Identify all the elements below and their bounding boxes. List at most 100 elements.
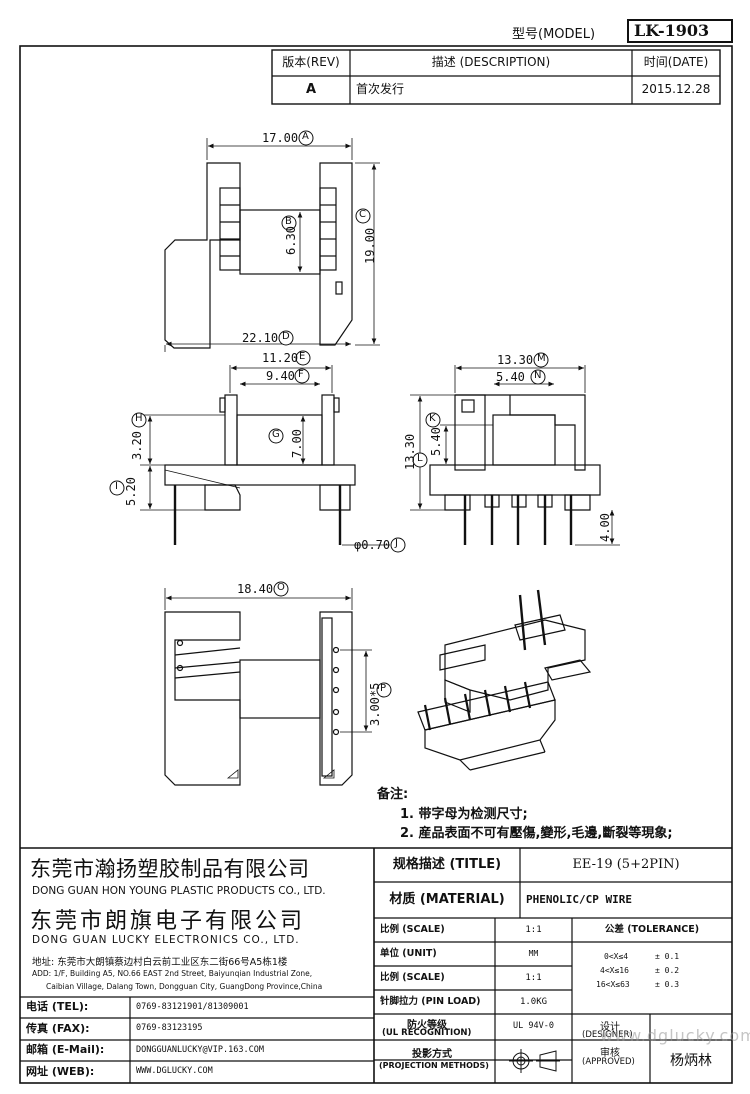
drawing-frame [19, 45, 733, 1084]
company-2-name-cn: 东莞市朗旗电子有限公司 [30, 909, 306, 934]
dim-C-letter: C [359, 209, 366, 220]
dim-M-letter: M [537, 353, 546, 364]
dim-G-letter: G [272, 429, 280, 440]
model-box [627, 19, 733, 43]
isometric-view [417, 589, 592, 771]
model-label: 型号(MODEL) [512, 27, 596, 42]
desc-value: 首次发行 [356, 82, 405, 97]
dim-B-letter: B [285, 216, 292, 227]
notes-line-1: 1. 带字母为检测尺寸; [400, 807, 528, 822]
dim-N-letter: N [534, 370, 542, 381]
dim-L-letter: L [417, 453, 423, 464]
dim-H-letter: H [135, 413, 143, 424]
bottom-view [164, 588, 372, 786]
projection-symbol [509, 1049, 560, 1073]
designer-label: 设计 [600, 1022, 620, 1033]
dim-I-value: 5.20 [124, 477, 138, 506]
contact-fax-value: 0769-83123195 [136, 1023, 203, 1034]
dim-P-letter: P [380, 683, 387, 694]
dim-A-value: 17.00 [262, 131, 299, 145]
unit-value: MM [528, 949, 539, 959]
approved-label-en: (APPROVED) [582, 1057, 635, 1067]
dimension-circles [109, 130, 549, 698]
date-value: 2015.12.28 [641, 82, 711, 97]
dim-D-value: 22.10 [242, 331, 279, 345]
contact-email-value[interactable]: DONGGUANLUCKY@VIP.163.COM [136, 1044, 264, 1055]
scale2-value: 1:1 [525, 972, 542, 983]
model-value: LK-1903 [634, 21, 710, 40]
tolerance-value-3: ± 0.3 [655, 980, 680, 989]
projection-label: 投影方式 [412, 1049, 452, 1060]
desc-col-header: 描述 (DESCRIPTION) [431, 55, 551, 70]
company-address-en-2: Caibian Village, Dalang Town, Dongguan C… [46, 982, 323, 991]
projection-label-en: (PROJECTION METHODS) [379, 1061, 489, 1070]
approved-label: 审核 [600, 1048, 620, 1059]
dim-I-letter: I [115, 481, 118, 492]
notes-title: 备注: [377, 787, 409, 802]
contact-fax-label: 传真 (FAX): [26, 1021, 90, 1035]
material-value: PHENOLIC/CP WIRE [526, 892, 632, 906]
rev-col-header: 版本(REV) [282, 55, 340, 70]
pin-load-label: 针脚拉力 (PIN LOAD) [380, 995, 481, 1007]
fire-rating-value: UL 94V-0 [513, 1021, 554, 1032]
tolerance-range-3: 16<X≤63 [596, 980, 630, 989]
notes-line-2: 2. 産品表面不可有壓傷,變形,毛邊,斷裂等現象; [400, 826, 673, 841]
company-address-en-1: ADD: 1/F, Building A5, NO.66 EAST 2nd St… [32, 969, 313, 978]
contact-web-label: 网址 (WEB): [26, 1064, 95, 1078]
fire-rating-label: 防火等级 [407, 1020, 447, 1031]
dim-J-value: φ0.70 [354, 538, 391, 552]
company-1-name-en: DONG GUAN HON YOUNG PLASTIC PRODUCTS CO.… [32, 885, 326, 897]
contact-tel-value: 0769-83121901/81309001 [136, 1001, 249, 1012]
tolerance-label: 公差 (TOLERANCE) [604, 923, 700, 935]
scale2-label: 比例 (SCALE) [380, 971, 445, 983]
dim-G-value: 7.00 [290, 429, 304, 458]
company-1-name-cn: 东莞市瀚扬塑胶制品有限公司 [30, 857, 310, 881]
contact-web-value[interactable]: WWW.DGLUCKY.COM [136, 1066, 213, 1077]
date-col-header: 时间(DATE) [643, 55, 709, 70]
title-value: EE-19 (5+2PIN) [572, 856, 680, 872]
title-block-grid [20, 847, 732, 1083]
front-view [140, 365, 390, 546]
revision-table-grid [271, 49, 721, 105]
dim-D-letter: D [282, 331, 290, 342]
designer-label-en: (DESIGNER) [582, 1030, 633, 1040]
approver-name: 杨炳林 [670, 1053, 712, 1070]
dim-J-letter: J [395, 538, 398, 549]
dim-E-letter: E [299, 351, 306, 362]
dim-C-value: 19.00 [363, 227, 377, 264]
dim-B-value: 6.30 [284, 226, 298, 255]
tolerance-value-2: ± 0.2 [655, 966, 680, 975]
contact-email-label: 邮箱 (E-Mail): [26, 1043, 105, 1057]
dim-M-value: 13.30 [497, 353, 534, 367]
dim-E-value: 11.20 [262, 351, 299, 365]
dim-L-value: 5.40 [429, 427, 443, 456]
contact-tel-label: 电话 (TEL): [26, 1000, 89, 1014]
scale-label: 比例 (SCALE) [380, 923, 445, 935]
fire-rating-label-en: (UL RECOGNITION) [382, 1028, 472, 1038]
dim-N-value: 5.40 [496, 370, 525, 384]
material-label: 材质 (MATERIAL) [389, 891, 505, 907]
dim-A-letter: A [302, 131, 309, 142]
dim-O-letter: O [277, 582, 285, 593]
rev-value: A [305, 81, 317, 97]
title-label: 规格描述 (TITLE) [392, 856, 502, 872]
scale-value: 1:1 [525, 924, 542, 935]
side-view [410, 365, 620, 546]
pin-load-value: 1.0KG [519, 996, 548, 1007]
tolerance-range-1: 0<X≤4 [604, 952, 629, 961]
dim-K-letter: K [429, 413, 436, 424]
company-2-name-en: DONG GUAN LUCKY ELECTRONICS CO., LTD. [32, 934, 300, 946]
tolerance-value-1: ± 0.1 [655, 952, 680, 961]
dim-O-value: 18.40 [237, 582, 274, 596]
dim-K-value: 13.30 [403, 433, 417, 470]
top-view [164, 138, 380, 352]
company-address-cn: 地址: 东莞市大朗镇蔡边村白云前工业区东二街66号A5栋1楼 [32, 957, 288, 968]
watermark: www.dglucky.com [600, 1026, 750, 1045]
dim-H-value: 3.20 [130, 431, 144, 460]
tolerance-range-2: 4<X≤16 [600, 966, 629, 975]
unit-label: 单位 (UNIT) [380, 947, 437, 959]
dim-pin-length-value: 4.00 [598, 513, 612, 542]
dim-F-value: 9.40 [266, 369, 295, 383]
dim-F-letter: F [298, 369, 304, 380]
